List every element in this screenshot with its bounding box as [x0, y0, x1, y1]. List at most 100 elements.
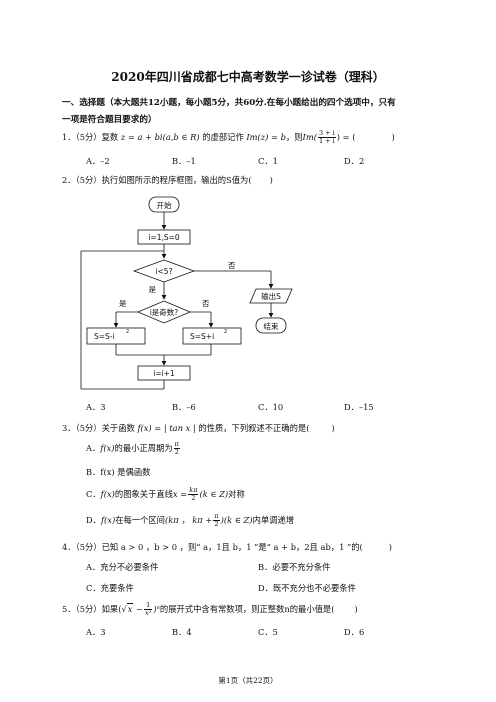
q3-optC-pre: C． — [86, 489, 101, 499]
q3-optC-k: (k ∈ Z) — [199, 489, 229, 499]
q4-option-c: C．充要条件 — [86, 583, 134, 593]
q3-optD-end: 内单调递增 — [252, 515, 295, 525]
q4-stem: 4．（5分）已知 a > 0 ，b > 0 ，则“ a，1且 b，1 ”是“ a… — [62, 542, 363, 552]
q4-option-b: B．必要不充分条件 — [258, 562, 331, 572]
q2-option-d: D．–15 — [344, 402, 374, 412]
q5-minus: − — [133, 604, 144, 614]
section-heading-cont: 一项是符合题目要求的） — [62, 115, 157, 125]
flow-right-sup: 2 — [224, 329, 227, 335]
q3-optD-den: 2 — [214, 520, 219, 528]
flow-left-label: S=S-i — [94, 332, 115, 341]
q3-optD-text: 在每一个区间 — [115, 515, 165, 525]
flow-incr-label: i=i+1 — [153, 369, 175, 378]
q3-optA-text: 的最小正周期为 — [114, 443, 173, 453]
q4-option-d: D．既不充分也不必要条件 — [258, 583, 356, 593]
q3-optD-int2: kπ + — [192, 515, 213, 525]
q3-optC-text: 的图象关于直线 — [114, 489, 173, 499]
q5-den: x² — [145, 609, 152, 617]
page-title: 2020年四川省成都七中高考数学一诊试卷（理科） — [111, 70, 385, 84]
q5-stem-post: 的展开式中含有常数项，则正整数n的最小值是( — [159, 604, 335, 614]
q3-optC-x: x = — [172, 489, 188, 499]
q3-optD-num: π — [213, 512, 220, 521]
q3-optC-end: 对称 — [228, 489, 245, 499]
q1-end: ) — [391, 132, 395, 142]
q3-fx: f(x) = | tan x | — [137, 423, 196, 433]
flow-yes-label: 是 — [149, 285, 157, 294]
flow-parity-diamond — [136, 300, 192, 324]
flow-yes2-label: 是 — [119, 299, 127, 308]
q5-num: 1 — [144, 602, 153, 610]
q5-option-a: A．3 — [86, 627, 106, 637]
q2-option-b: B．–6 — [172, 402, 196, 412]
q1-numerator: 3 + i — [317, 129, 336, 138]
flow-cond-label: i<5? — [155, 267, 172, 276]
q3-optC-num: kπ — [188, 486, 199, 495]
q5-end: ) — [354, 604, 358, 614]
flow-left-sup: 2 — [126, 329, 129, 335]
q1-close: ) = ( — [336, 132, 356, 142]
q1-option-a: A．–2 — [86, 156, 110, 166]
q5-sqrt: x — [126, 603, 134, 614]
q5-paren-open: ( — [118, 604, 122, 614]
q1-denominator: 1 + i — [318, 137, 335, 145]
q3-optC-den: 2 — [191, 494, 196, 502]
q2-end: ) — [269, 175, 273, 185]
q3-optC-fx: f(x) — [100, 489, 115, 499]
flow-no2-label: 否 — [202, 299, 210, 308]
q3-stem-post: 的性质，下列叙述不正确的是( — [198, 423, 310, 433]
q5-option-c: C．5 — [258, 627, 278, 637]
q5-stem-pre: 5．（5分）如果 — [62, 604, 119, 614]
flow-output-box — [249, 288, 293, 304]
q1-option-d: D．2 — [344, 156, 365, 166]
q1-expr: z = a + bi(a,b ∈ R) — [120, 132, 200, 142]
flow-right-label: S=S+i — [190, 332, 214, 341]
q3-optA-den: 2 — [174, 448, 179, 456]
q1-option-c: C．1 — [258, 156, 278, 166]
q5-paren-close: )ⁿ — [153, 604, 160, 614]
q3-end: ) — [331, 423, 335, 433]
q5-option-d: D．6 — [344, 627, 365, 637]
flow-end-node — [255, 317, 287, 334]
flow-init-label: i=1,S=0 — [148, 233, 180, 242]
q3-optA-num: π — [173, 440, 180, 449]
question-4: 4．（5分）已知 a > 0 ，b > 0 ，则“ a，1且 b，1 ”是“ a… — [62, 541, 392, 553]
flow-end-label: 结束 — [264, 321, 279, 331]
q5-option-b: B．4 — [172, 627, 192, 637]
q3-stem-pre: 3．（5分）关于函数 — [62, 423, 135, 433]
q1-then: ，则 — [285, 132, 303, 142]
section-heading: 一、选择题（本大题共12小题，每小题5分，共60分.在每小题给出的四个选项中，只… — [62, 98, 396, 108]
q4-option-a: A．充分不必要条件 — [86, 562, 159, 572]
q1-im2: Im( — [302, 132, 317, 142]
q1-prefix: 1．（5分）复数 — [62, 132, 119, 142]
q3-optD-fx: f(x) — [100, 515, 116, 525]
q3-option-b: B．f(x) 是偶函数 — [86, 467, 151, 477]
question-2: 2．（5分）执行如图所示的程序框图，输出的S值为() — [62, 174, 273, 186]
q1-option-b: B．–1 — [172, 156, 196, 166]
q4-end: ) — [388, 542, 393, 552]
q3-optD-int1: (kπ ， — [164, 515, 190, 525]
question-1: 1．（5分）复数 z = a + bi(a,b ∈ R) 的虚部记作 Im(z)… — [62, 130, 395, 145]
flow-parity-label: i是奇数? — [150, 307, 179, 317]
flow-start-label: 开始 — [157, 200, 172, 210]
q3-optD-pre: D． — [86, 515, 101, 525]
flowchart: 开始 i=1,S=0 i<5? 否 是 i是奇数? 是 否 S=S-i 2 S=… — [80, 196, 293, 390]
q1-mid: 的虚部记作 — [202, 132, 244, 142]
q2-option-c: C．10 — [258, 402, 284, 412]
q3-optD-k: )(k ∈ Z) — [220, 515, 253, 525]
question-3: 3．（5分）关于函数 f(x) = | tan x | 的性质，下列叙述不正确的… — [62, 422, 335, 434]
q3-optA-fx: f(x) — [100, 443, 115, 453]
page-footer: 第1页（共22页） — [218, 676, 278, 685]
q2-stem: 2．（5分）执行如图所示的程序框图，输出的S值为( — [62, 175, 252, 185]
q1-im: Im(z) = b — [246, 132, 286, 142]
q3-optA-pre: A． — [86, 443, 101, 453]
q2-option-a: A．3 — [86, 402, 106, 412]
